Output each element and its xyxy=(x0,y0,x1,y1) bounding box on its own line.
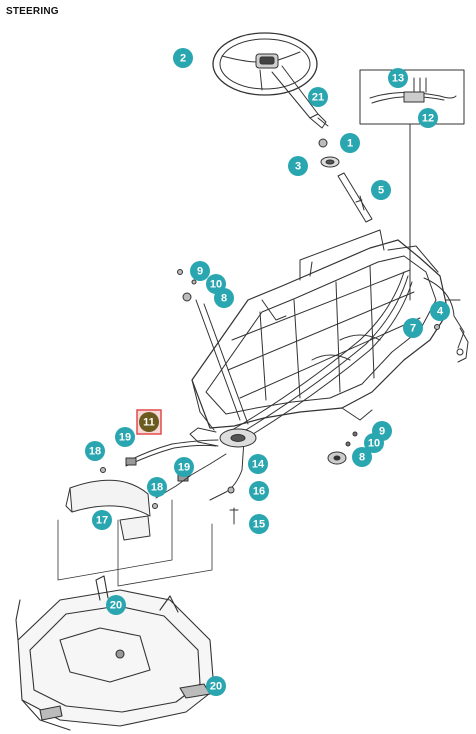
callout-9[interactable]: 9 xyxy=(190,261,210,281)
callout-label: 7 xyxy=(410,323,416,335)
callout-15[interactable]: 15 xyxy=(249,514,269,534)
callout-badge xyxy=(371,180,391,200)
callout-label: 10 xyxy=(210,279,222,291)
callout-18[interactable]: 18 xyxy=(147,477,167,497)
callout-label: 17 xyxy=(96,515,108,527)
steering-cable-assembly xyxy=(125,439,227,499)
callout-label: 11 xyxy=(143,417,155,429)
callout-7[interactable]: 7 xyxy=(403,318,423,338)
callout-label: 20 xyxy=(210,681,222,693)
callout-11[interactable]: 11 xyxy=(136,409,162,435)
callout-badge xyxy=(85,441,105,461)
page-title: STEERING xyxy=(6,6,59,17)
cover-bracket xyxy=(65,479,151,541)
callout-14[interactable]: 14 xyxy=(248,454,268,474)
callout-18[interactable]: 18 xyxy=(85,441,105,461)
callout-3[interactable]: 3 xyxy=(288,156,308,176)
callout-8[interactable]: 8 xyxy=(214,288,234,308)
callout-21[interactable]: 21 xyxy=(308,87,328,107)
callout-badge xyxy=(430,301,450,321)
steering-column xyxy=(271,65,373,223)
callout-20[interactable]: 20 xyxy=(206,676,226,696)
callout-badge xyxy=(249,481,269,501)
chassis-frame xyxy=(191,229,469,431)
callout-label: 21 xyxy=(312,92,324,104)
callout-badge xyxy=(352,447,372,467)
callout-19[interactable]: 19 xyxy=(115,427,135,447)
callout-badge xyxy=(388,68,408,88)
lower-base-frame xyxy=(15,575,215,731)
steering-cables xyxy=(195,271,413,501)
callout-5[interactable]: 5 xyxy=(371,180,391,200)
callout-badge xyxy=(106,595,126,615)
callout-label: 20 xyxy=(110,600,122,612)
callout-badge xyxy=(308,87,328,107)
callout-2[interactable]: 2 xyxy=(173,48,193,68)
callout-label: 5 xyxy=(378,185,384,197)
callout-19[interactable]: 19 xyxy=(174,457,194,477)
callout-label: 8 xyxy=(359,452,365,464)
callout-label: 10 xyxy=(368,438,380,450)
callout-8[interactable]: 8 xyxy=(352,447,372,467)
callout-badge xyxy=(173,48,193,68)
steering-pulley xyxy=(189,427,257,448)
callout-17[interactable]: 17 xyxy=(92,510,112,530)
callout-badge xyxy=(190,261,210,281)
callout-1[interactable]: 1 xyxy=(340,133,360,153)
callout-4[interactable]: 4 xyxy=(430,301,450,321)
callout-10[interactable]: 10 xyxy=(364,433,384,453)
callout-badge xyxy=(340,133,360,153)
callout-badge xyxy=(364,433,384,453)
callout-badge xyxy=(288,156,308,176)
assembly-guide-lines xyxy=(57,499,213,587)
callout-badge xyxy=(174,457,194,477)
callout-badge xyxy=(248,454,268,474)
callout-label: 2 xyxy=(180,53,186,65)
callout-badge xyxy=(206,676,226,696)
callout-label: 18 xyxy=(89,446,101,458)
callout-label: 14 xyxy=(252,459,265,471)
callout-badge xyxy=(139,412,159,432)
callout-12[interactable]: 12 xyxy=(418,108,438,128)
callout-badge xyxy=(115,427,135,447)
callout-16[interactable]: 16 xyxy=(249,481,269,501)
detail-inset xyxy=(359,69,465,301)
callout-badge xyxy=(403,318,423,338)
callout-badge xyxy=(92,510,112,530)
callout-label: 3 xyxy=(295,161,301,173)
callout-label: 12 xyxy=(422,113,434,125)
callout-label: 1 xyxy=(347,138,353,150)
cable-pulley-right xyxy=(327,431,358,465)
callout-13[interactable]: 13 xyxy=(388,68,408,88)
callout-20[interactable]: 20 xyxy=(106,595,126,615)
callout-label: 4 xyxy=(437,306,444,318)
steering-wheel xyxy=(212,32,318,96)
callout-label: 19 xyxy=(178,462,190,474)
callout-badge xyxy=(249,514,269,534)
callout-label: 16 xyxy=(253,486,265,498)
callout-label: 13 xyxy=(392,73,404,85)
callout-badge xyxy=(418,108,438,128)
callout-label: 15 xyxy=(253,519,265,531)
callout-label: 18 xyxy=(151,482,163,494)
callout-label: 8 xyxy=(221,293,227,305)
callout-label: 19 xyxy=(119,432,131,444)
fasteners xyxy=(100,269,440,525)
callout-label: 9 xyxy=(197,266,203,278)
callout-badge xyxy=(147,477,167,497)
callout-badge xyxy=(214,288,234,308)
callout-label: 9 xyxy=(379,426,385,438)
